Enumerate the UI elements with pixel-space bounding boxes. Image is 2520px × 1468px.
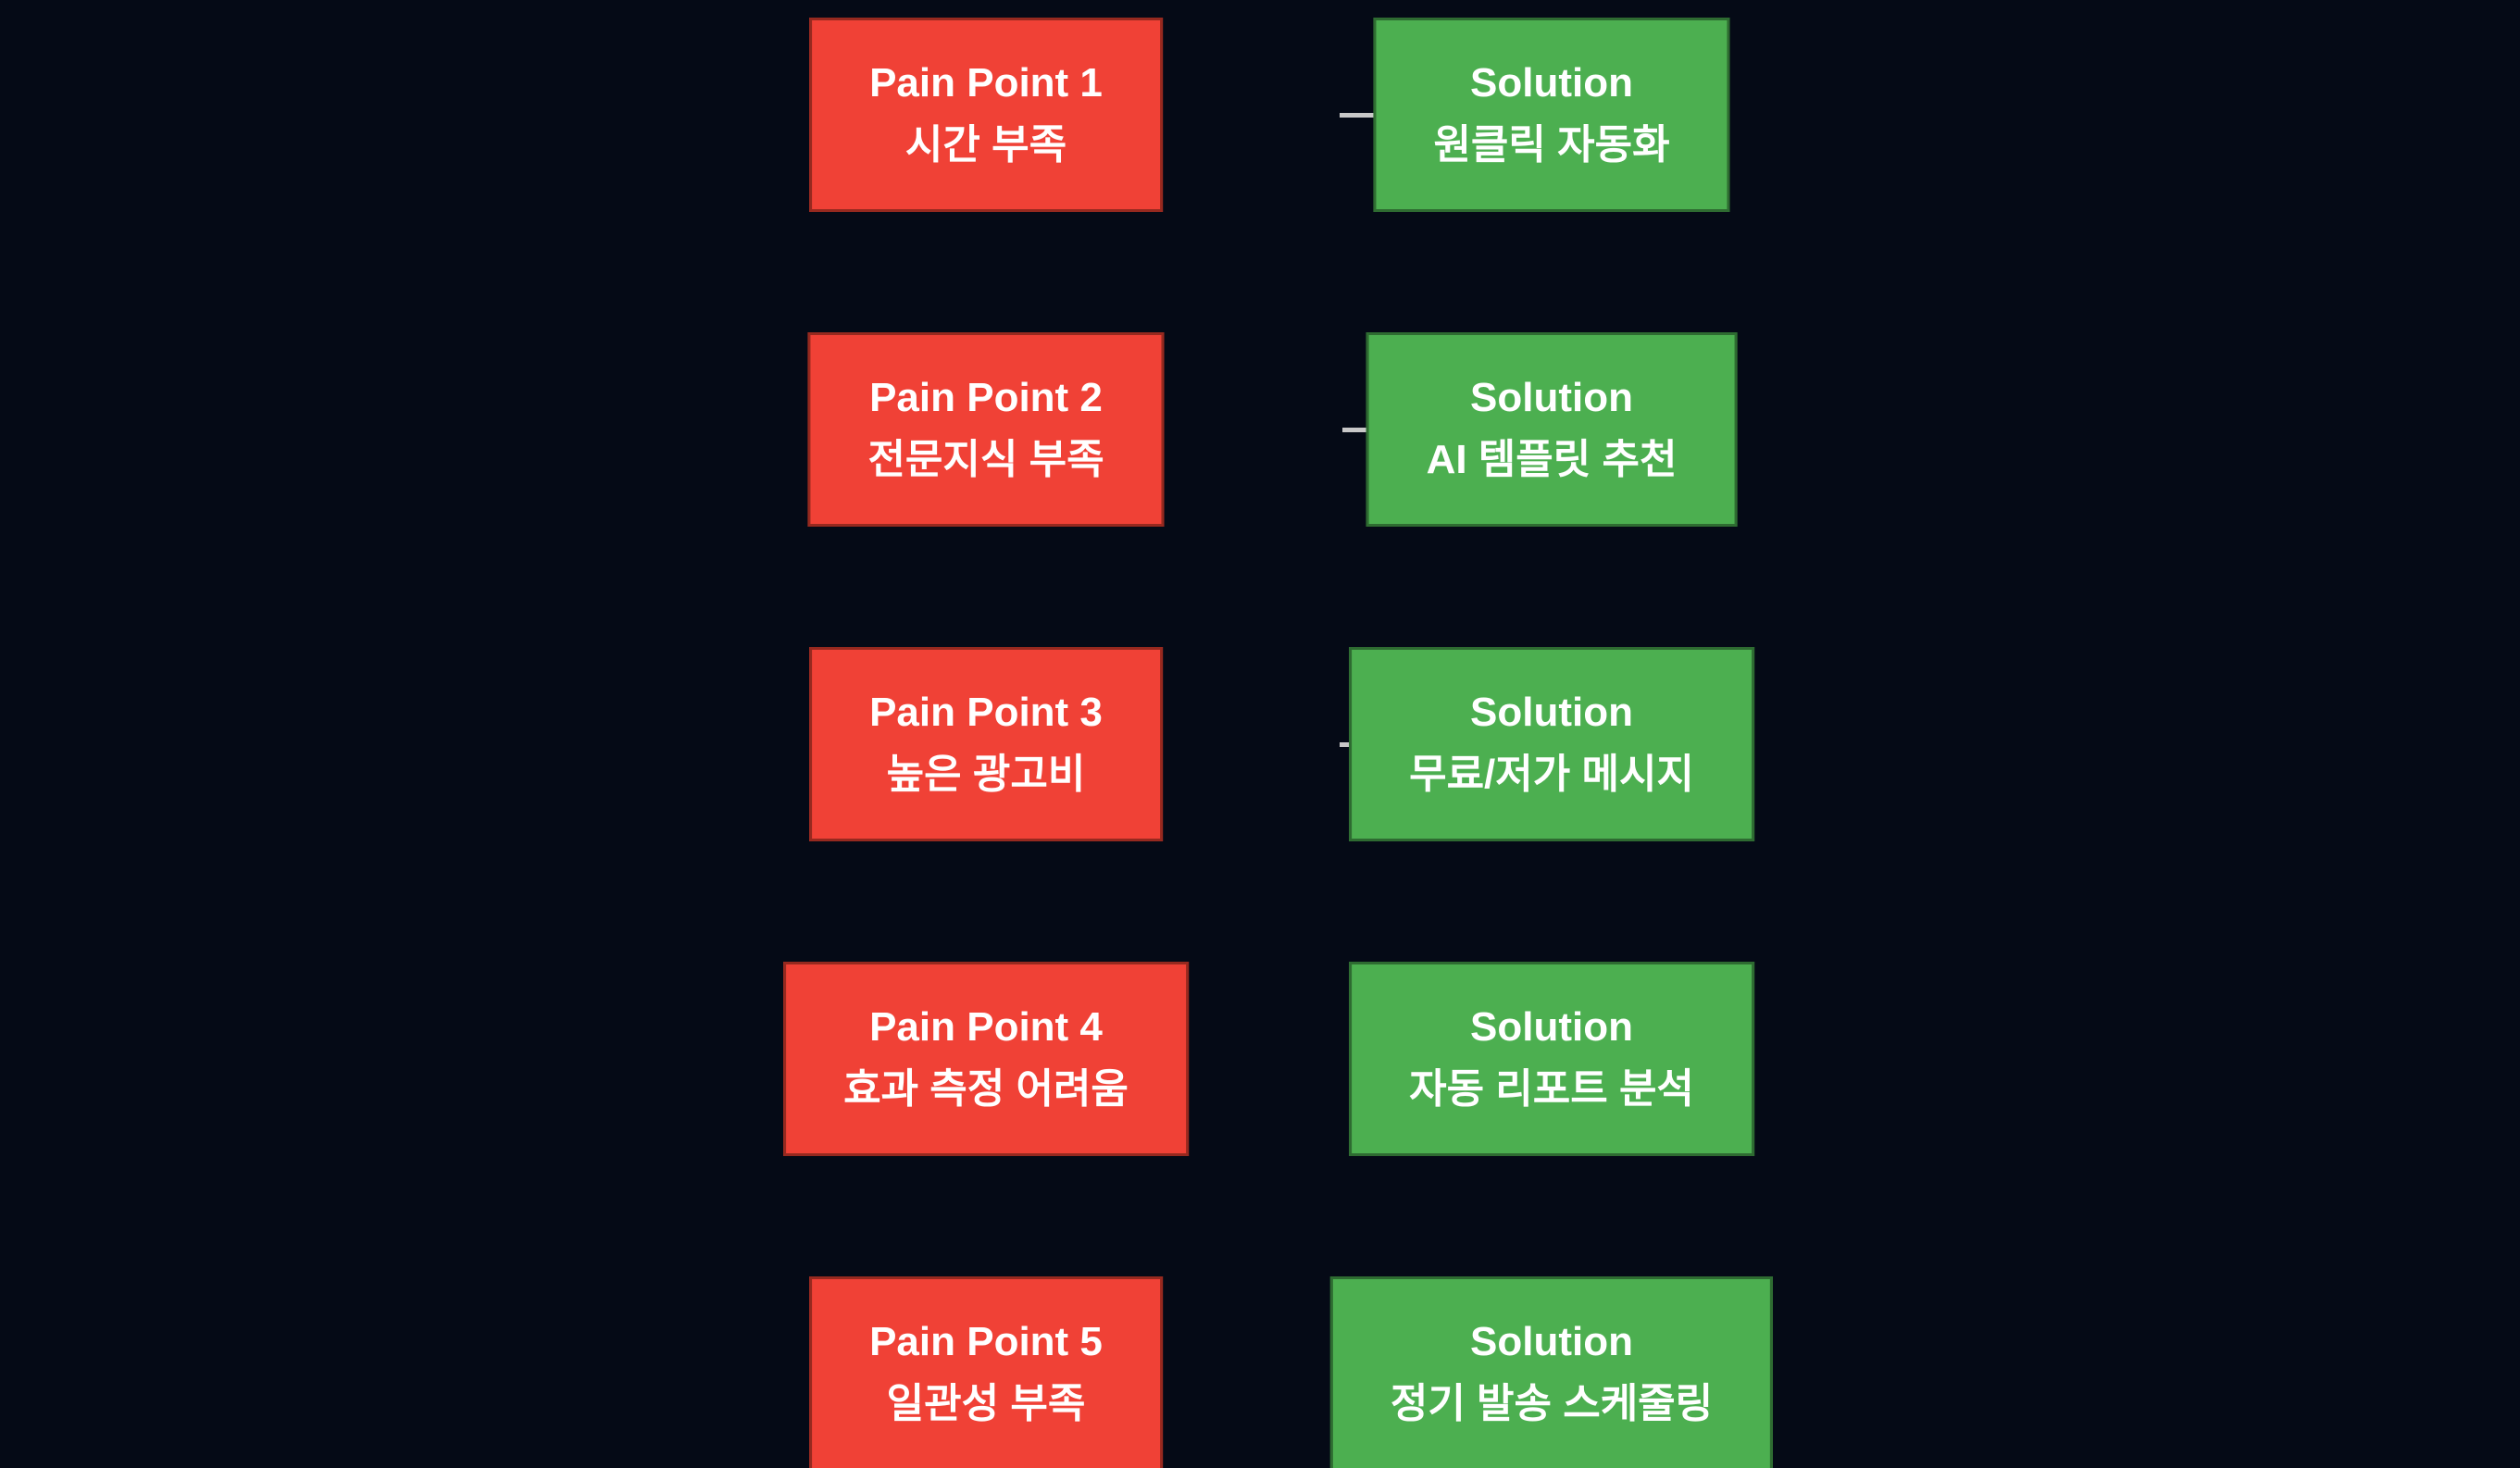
- pain-point-desc: 효과 측정 어려움: [843, 1066, 1129, 1112]
- pain-point-title: Pain Point 2: [869, 375, 1103, 421]
- solution-title: Solution: [1470, 1319, 1633, 1365]
- solution-title: Solution: [1470, 1004, 1633, 1051]
- solution-box-2: Solution AI 템플릿 추천: [1366, 332, 1738, 527]
- solution-box-3: Solution 무료/저가 메시지: [1349, 647, 1754, 841]
- solution-box-1: Solution 원클릭 자동화: [1373, 18, 1730, 212]
- solution-title: Solution: [1470, 690, 1633, 736]
- pair-row-1: Pain Point 1 시간 부족 Solution 원클릭 자동화: [0, 18, 2520, 212]
- solution-title: Solution: [1470, 375, 1633, 421]
- pain-point-desc: 전문지식 부족: [867, 437, 1104, 482]
- pain-point-box-3: Pain Point 3 높은 광고비: [809, 647, 1163, 841]
- solution-desc: 무료/저가 메시지: [1409, 752, 1694, 797]
- solution-box-5: Solution 정기 발송 스케줄링: [1329, 1276, 1774, 1468]
- pain-point-desc: 일관성 부족: [886, 1381, 1086, 1426]
- solution-desc: AI 템플릿 추천: [1426, 437, 1678, 482]
- pain-point-desc: 시간 부족: [904, 122, 1067, 168]
- solution-desc: 정기 발송 스케줄링: [1390, 1381, 1714, 1426]
- pain-point-box-5: Pain Point 5 일관성 부족: [809, 1276, 1163, 1468]
- pair-row-4: Pain Point 4 효과 측정 어려움 Solution 자동 리포트 분…: [0, 962, 2520, 1156]
- pair-row-2: Pain Point 2 전문지식 부족 Solution AI 템플릿 추천: [0, 332, 2520, 527]
- pain-point-desc: 높은 광고비: [886, 752, 1086, 797]
- pain-point-box-4: Pain Point 4 효과 측정 어려움: [783, 962, 1189, 1156]
- solution-desc: 원클릭 자동화: [1433, 122, 1670, 168]
- pair-row-5: Pain Point 5 일관성 부족 Solution 정기 발송 스케줄링: [0, 1276, 2520, 1468]
- pain-point-title: Pain Point 5: [869, 1319, 1103, 1365]
- solution-title: Solution: [1470, 60, 1633, 106]
- solution-box-4: Solution 자동 리포트 분석: [1349, 962, 1754, 1156]
- solution-desc: 자동 리포트 분석: [1409, 1066, 1694, 1112]
- pain-point-title: Pain Point 1: [869, 60, 1103, 106]
- pain-point-box-2: Pain Point 2 전문지식 부족: [807, 332, 1165, 527]
- pain-point-box-1: Pain Point 1 시간 부족: [809, 18, 1163, 212]
- pain-point-title: Pain Point 3: [869, 690, 1103, 736]
- pair-row-3: Pain Point 3 높은 광고비 Solution 무료/저가 메시지: [0, 647, 2520, 841]
- pain-point-title: Pain Point 4: [869, 1004, 1103, 1051]
